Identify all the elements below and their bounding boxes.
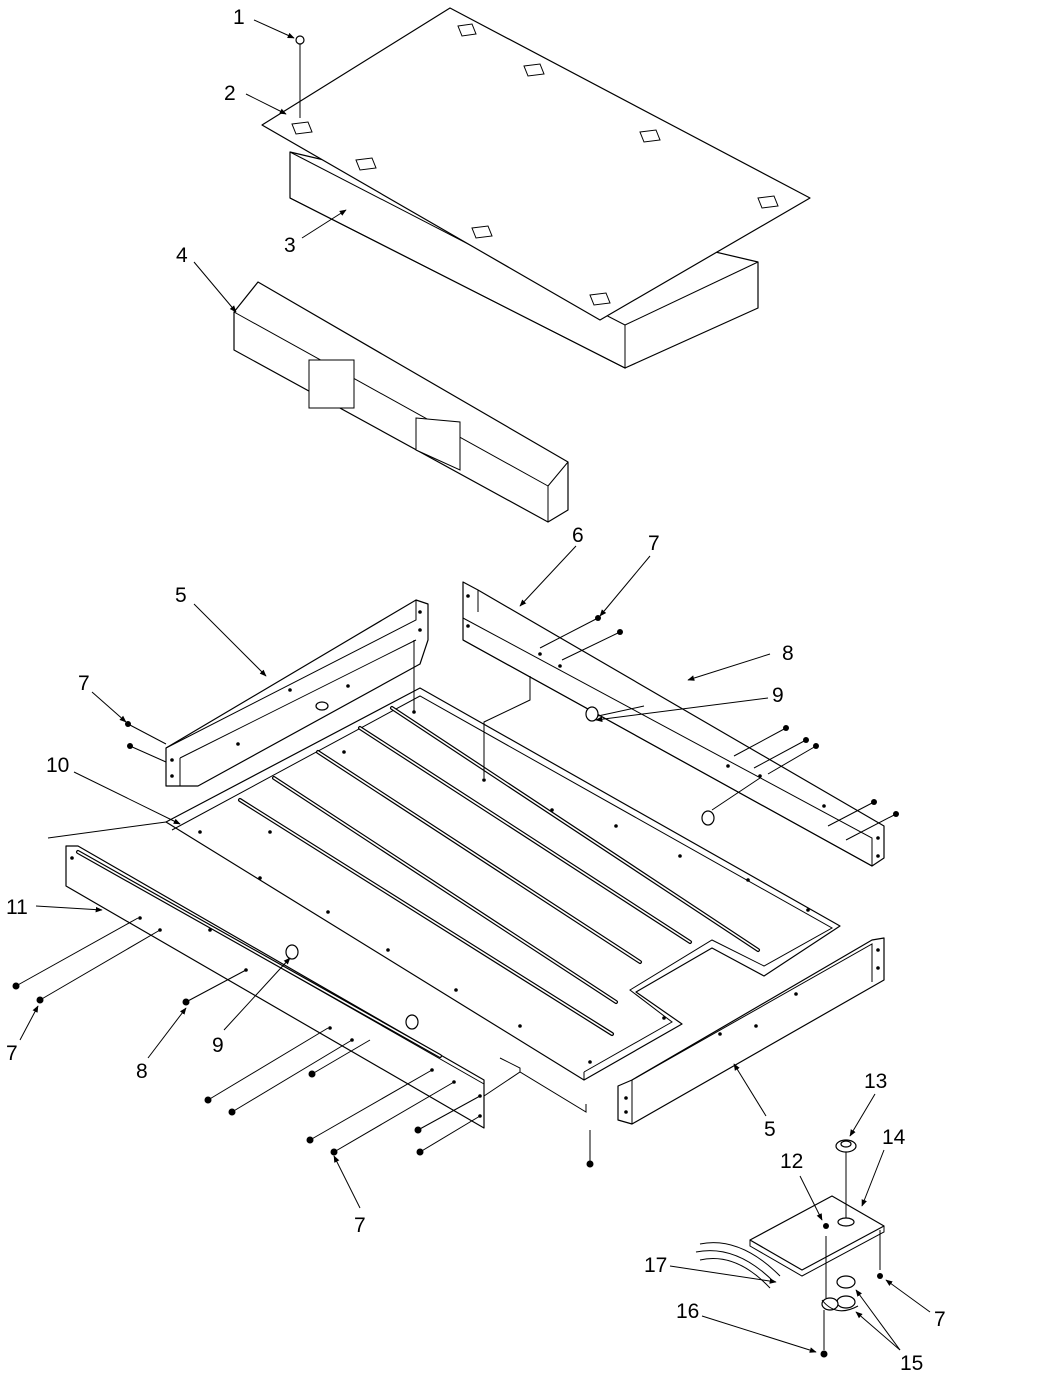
callout-8-bottom-left: 8 <box>136 1060 148 1083</box>
base-pan-ribs <box>238 706 760 1036</box>
callout-17: 17 <box>644 1254 667 1277</box>
part-17-wire-harness <box>695 1242 781 1289</box>
part-5-left-side-rail <box>165 599 429 787</box>
rail-11-screws <box>12 917 594 1168</box>
callout-6: 6 <box>572 524 584 547</box>
cover-slots <box>291 23 779 306</box>
part-16-screw <box>820 1310 828 1358</box>
callout-9-top-right: 9 <box>772 684 784 707</box>
callout-1: 1 <box>233 6 245 29</box>
callout-4: 4 <box>176 244 188 267</box>
callout-7-top-right: 7 <box>648 532 660 555</box>
callout-2: 2 <box>224 82 236 105</box>
callout-14: 14 <box>882 1126 906 1149</box>
callout-5-left: 5 <box>175 584 187 607</box>
callout-3: 3 <box>284 234 296 257</box>
part-14-bracket-plate <box>749 1150 885 1298</box>
callout-8-top-right: 8 <box>782 642 794 665</box>
callout-7-bottom-right: 7 <box>934 1308 946 1331</box>
callout-labels: 1 2 3 4 5 6 7 8 9 7 10 11 7 8 9 7 5 13 1… <box>6 6 946 1375</box>
rail-5-left-screws <box>125 721 167 763</box>
callout-5-right: 5 <box>764 1118 776 1141</box>
callout-13: 13 <box>864 1070 887 1093</box>
part-2-cover-plate <box>261 7 811 321</box>
callout-7-bottom-middle: 7 <box>354 1214 366 1237</box>
callout-7-bottom-left: 7 <box>6 1042 18 1065</box>
part-6-rear-rail <box>462 581 885 867</box>
callout-16: 16 <box>676 1300 699 1323</box>
callout-12: 12 <box>780 1150 803 1173</box>
part-5-right-side-rail <box>617 937 885 1125</box>
callout-10: 10 <box>46 754 69 777</box>
part-10-base-pan <box>165 640 841 1081</box>
part-9-clips <box>285 705 761 1030</box>
leader-lines <box>19 19 931 1353</box>
part-4-front-insulation <box>233 281 569 523</box>
rail-6-screws <box>539 615 899 841</box>
callout-7-left: 7 <box>78 672 90 695</box>
callout-9-bottom-left: 9 <box>212 1034 224 1057</box>
part-13-grommet <box>835 1139 857 1153</box>
part-7-screw-bracket <box>877 1273 883 1279</box>
part-12-screw <box>823 1223 829 1229</box>
callout-15: 15 <box>900 1352 923 1375</box>
part-1-screw <box>295 35 305 118</box>
part-15-bushings <box>821 1275 859 1312</box>
callout-11: 11 <box>6 896 28 919</box>
